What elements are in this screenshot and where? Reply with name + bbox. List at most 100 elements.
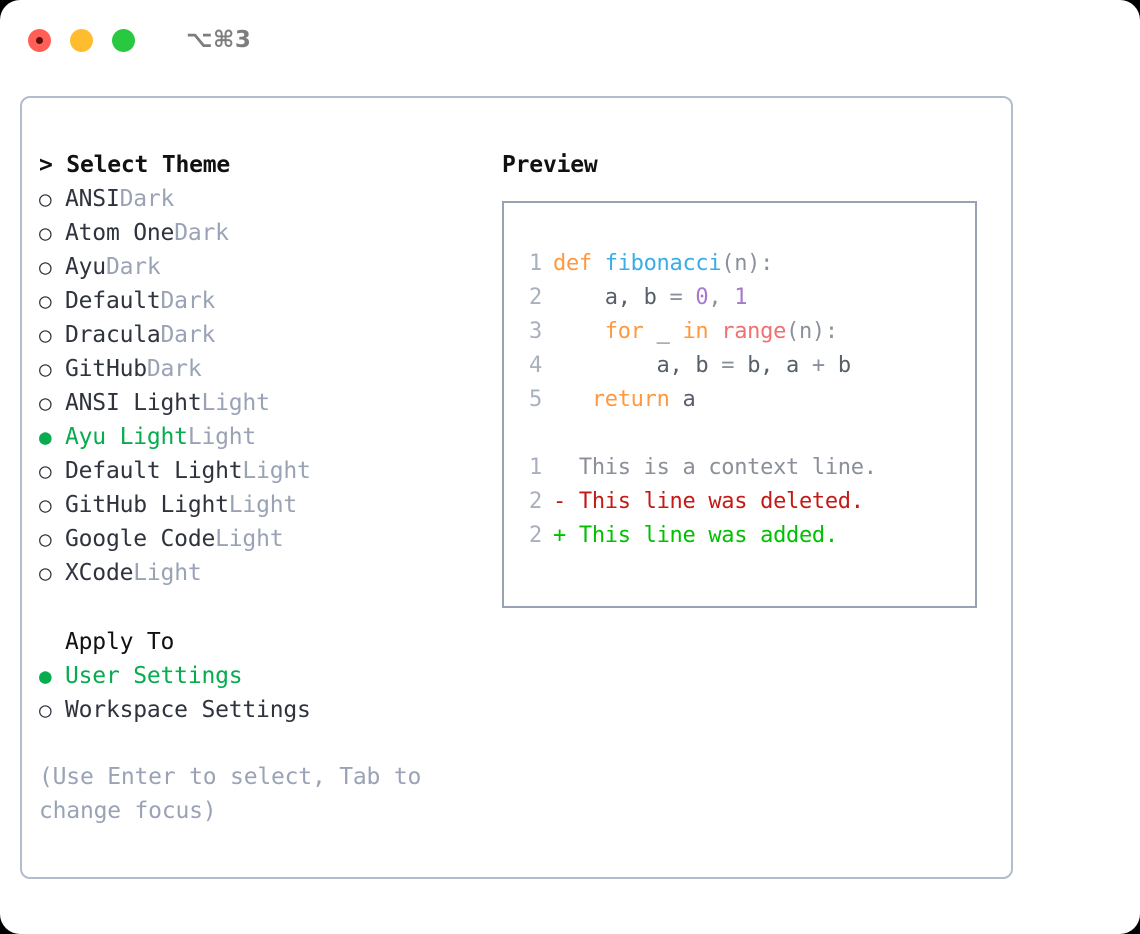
theme-option-atom-one[interactable]: ○Atom One Dark	[39, 216, 479, 250]
code-token: +	[811, 353, 838, 378]
code-spacer	[520, 417, 975, 451]
theme-option-ayu[interactable]: ○ Ayu Dark	[39, 250, 479, 284]
apply-to-section: Apply To ●User Settings ○ Workspace Settin…	[39, 625, 479, 727]
radio-unselected-icon: ○	[39, 527, 52, 551]
line-number: 3	[529, 319, 542, 344]
code-token: (n):	[786, 319, 838, 344]
code-token: a, b	[553, 353, 722, 378]
theme-option-google-code[interactable]: ○ Google Code Light	[39, 522, 479, 556]
theme-option-variant: Light	[201, 390, 270, 416]
code-token: range	[721, 319, 787, 344]
theme-option-variant: Dark	[146, 356, 202, 382]
theme-option-ansi[interactable]: ○ ANSI Dark	[39, 182, 479, 216]
code-token	[553, 387, 592, 412]
theme-option-label: Default Light	[65, 458, 243, 484]
apply-to-option-workspace-settings[interactable]: ○ Workspace Settings	[39, 693, 479, 727]
diff-text: This line was added.	[565, 523, 838, 548]
theme-option-variant: Dark	[105, 254, 161, 280]
diff-text: This is a context line.	[565, 455, 877, 480]
theme-option-label: Default	[65, 288, 161, 314]
diff-line-number: 2	[529, 489, 542, 514]
diff-line: 1 This is a context line.	[520, 451, 975, 485]
radio-unselected-icon: ○	[39, 698, 52, 722]
radio-unselected-icon: ○	[39, 255, 52, 279]
code-line: 3 for _ in range(n):	[520, 315, 975, 349]
code-token: fibonacci	[604, 251, 722, 276]
theme-option-label: ANSI	[65, 186, 120, 212]
line-number: 1	[529, 251, 542, 276]
theme-option-dracula[interactable]: ○ Dracula Dark	[39, 318, 479, 352]
theme-option-label: XCode	[65, 560, 134, 586]
theme-option-variant: Dark	[160, 322, 216, 348]
diff-line-number: 2	[529, 523, 542, 548]
radio-unselected-icon: ○	[39, 459, 52, 483]
code-token: _	[656, 319, 683, 344]
theme-option-ansi-light[interactable]: ○ANSI Light Light	[39, 386, 479, 420]
theme-option-github-light[interactable]: ○ GitHub Light Light	[39, 488, 479, 522]
apply-to-heading: Apply To	[65, 629, 175, 655]
apply-to-option-list: ●User Settings ○ Workspace Settings	[39, 659, 479, 727]
code-token: a	[682, 387, 696, 412]
diff-marker: -	[553, 489, 566, 514]
diff-sample: 1 This is a context line.2- This line wa…	[520, 451, 975, 553]
theme-picker-column: > Select Theme ○ANSI Dark○Atom One Dark○…	[39, 148, 479, 828]
select-theme-heading: > Select Theme	[39, 152, 231, 178]
theme-option-ayu-light[interactable]: ●Ayu Light Light	[39, 420, 479, 454]
code-token: a, b	[553, 285, 670, 310]
keyboard-hint-text: (Use Enter to select, Tab to change focu…	[39, 764, 422, 824]
theme-option-variant: Light	[242, 458, 311, 484]
line-number: 4	[529, 353, 542, 378]
theme-option-variant: Light	[215, 526, 284, 552]
radio-selected-icon: ●	[39, 425, 52, 449]
radio-unselected-icon: ○	[39, 561, 52, 585]
code-token: for	[604, 319, 657, 344]
radio-unselected-icon: ○	[39, 289, 52, 313]
code-token: =	[721, 353, 748, 378]
code-token: b	[837, 353, 851, 378]
theme-option-xcode[interactable]: ○ XCode Light	[39, 556, 479, 590]
minimize-window-button[interactable]	[70, 28, 93, 52]
code-token: b, a	[747, 353, 812, 378]
line-number: 2	[529, 285, 542, 310]
radio-unselected-icon: ○	[39, 493, 52, 517]
diff-line-number: 1	[529, 455, 542, 480]
theme-option-label: Atom One	[65, 220, 175, 246]
diff-line: 2- This line was deleted.	[520, 485, 975, 519]
code-token: =	[669, 285, 696, 310]
theme-option-variant: Dark	[119, 186, 175, 212]
theme-option-github[interactable]: ○ GitHub Dark	[39, 352, 479, 386]
theme-option-label: Google Code	[65, 526, 216, 552]
radio-unselected-icon: ○	[39, 323, 52, 347]
diff-marker: +	[553, 523, 566, 548]
theme-option-label: Dracula	[65, 322, 161, 348]
theme-option-label: GitHub	[65, 356, 147, 382]
theme-option-default[interactable]: ○ Default Dark	[39, 284, 479, 318]
theme-option-variant: Dark	[174, 220, 229, 246]
theme-option-label: Ayu Light	[65, 424, 188, 450]
code-token	[553, 319, 605, 344]
diff-marker	[553, 455, 566, 480]
maximize-window-button[interactable]	[112, 28, 135, 52]
theme-option-list: ○ANSI Dark○Atom One Dark○Ayu Dark○Defaul…	[39, 182, 479, 590]
code-token: 1	[734, 285, 748, 310]
theme-option-label: GitHub Light	[65, 492, 229, 518]
theme-option-variant: Light	[228, 492, 298, 518]
code-token: return	[591, 387, 683, 412]
theme-option-variant: Dark	[160, 288, 216, 314]
radio-unselected-icon: ○	[39, 187, 52, 211]
apply-to-option-label: Workspace Settings	[65, 697, 311, 723]
close-window-button[interactable]	[28, 28, 51, 52]
theme-option-variant: Light	[133, 560, 202, 586]
radio-unselected-icon: ○	[39, 357, 52, 381]
title-bar: ⌥⌘3	[0, 0, 1140, 80]
preview-heading: Preview	[502, 152, 598, 178]
theme-option-label: Ayu	[65, 254, 106, 280]
apply-to-option-user-settings[interactable]: ●User Settings	[39, 659, 479, 693]
code-token: in	[682, 319, 722, 344]
code-line: 4 a, b = b, a + b	[520, 349, 975, 383]
theme-option-default-light[interactable]: ○ Default Light Light	[39, 454, 479, 488]
